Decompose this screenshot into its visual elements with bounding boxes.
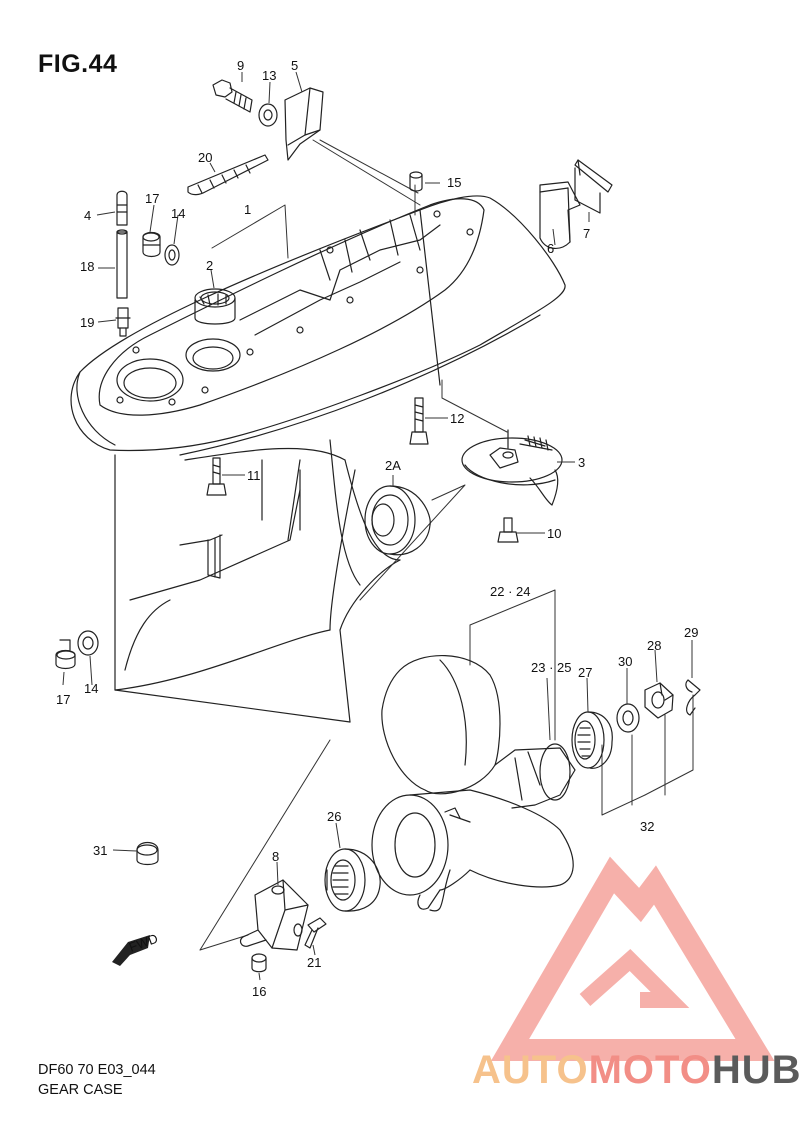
callout-2a: 2A (385, 458, 401, 473)
leader-lines (199, 139, 694, 951)
part-8-fitting (239, 879, 309, 951)
figure-title: FIG.44 (38, 50, 118, 78)
part-17-plug-left (55, 639, 76, 670)
part-31-plug (136, 841, 159, 866)
callout-17-top: 17 (145, 191, 159, 206)
figure-code: DF60 70 E03_044 (38, 1062, 156, 1078)
part-20-hose (187, 154, 269, 196)
part-16-collar (251, 953, 267, 973)
callout-12: 12 (450, 411, 464, 426)
part-26-spacer (324, 848, 381, 912)
callout-32: 32 (640, 819, 654, 834)
callout-26: 26 (327, 809, 341, 824)
callout-31: 31 (93, 843, 107, 858)
callout-13: 13 (262, 68, 276, 83)
callout-18: 18 (80, 259, 94, 274)
callout-28: 28 (647, 638, 661, 653)
callout-27: 27 (578, 665, 592, 680)
part-30-washer (616, 703, 640, 733)
callout-14-left: 14 (84, 681, 98, 696)
callout-15: 15 (447, 175, 461, 190)
watermark-text: AUTOMOTOHUB (472, 1048, 800, 1093)
callout-14-top: 14 (171, 206, 185, 221)
callout-8: 8 (272, 849, 279, 864)
callout-2: 2 (206, 258, 213, 273)
part-12-bolt (409, 397, 429, 445)
callout-29: 29 (684, 625, 698, 640)
callout-4: 4 (84, 208, 91, 223)
part-14-washer-left (77, 630, 99, 656)
part-21-bolt (304, 917, 327, 949)
part-14-washer-top (164, 244, 180, 266)
callout-10: 10 (547, 526, 561, 541)
watermark-part-hub: HUB (711, 1048, 800, 1092)
callout-16: 16 (252, 984, 266, 999)
part-27-spacer (571, 711, 613, 769)
part-17-plug-top (142, 231, 161, 258)
part-13-washer (258, 103, 278, 127)
callout-23-25: 23 · 25 (531, 660, 571, 675)
part-6-cover (539, 181, 581, 249)
part-10-bolt (497, 517, 519, 543)
callout-19: 19 (80, 315, 94, 330)
callout-22-24: 22 · 24 (490, 584, 530, 599)
part-9-bolt (212, 79, 253, 113)
callout-3: 3 (578, 455, 585, 470)
propeller (371, 654, 576, 912)
callout-9: 9 (237, 58, 244, 73)
part-18-rod (116, 229, 128, 299)
part-3-trim-tab (461, 429, 563, 506)
callout-labels: 9 13 5 20 15 4 17 14 1 2 18 19 6 7 12 3 … (56, 58, 698, 999)
callout-20: 20 (198, 150, 212, 165)
part-19-grommet (115, 307, 131, 337)
part-4-tube (116, 190, 128, 226)
callout-30: 30 (618, 654, 632, 669)
callout-7: 7 (583, 226, 590, 241)
fwd-arrow-icon: FWD (112, 931, 160, 966)
part-2a-bearing (364, 485, 431, 556)
gear-case-housing (70, 195, 566, 723)
callout-21: 21 (307, 955, 321, 970)
callout-6: 6 (547, 241, 554, 256)
part-11-bolt (206, 457, 227, 496)
fwd-label: FWD (127, 931, 160, 955)
callout-5: 5 (291, 58, 298, 73)
callout-leaders (62, 71, 693, 981)
part-7-bracket (574, 159, 613, 214)
part-28-nut (644, 682, 674, 719)
watermark-part-auto: AUTO (472, 1048, 589, 1092)
callout-1: 1 (244, 202, 251, 217)
watermark-logo (490, 856, 775, 1061)
callout-11: 11 (247, 468, 261, 483)
watermark-part-moto: MOTO (588, 1048, 712, 1092)
part-5-anode (284, 87, 324, 161)
part-29-cotter-pin (685, 679, 701, 716)
figure-name: GEAR CASE (38, 1082, 123, 1098)
part-15-pin (409, 171, 423, 192)
callout-17-left: 17 (56, 692, 70, 707)
